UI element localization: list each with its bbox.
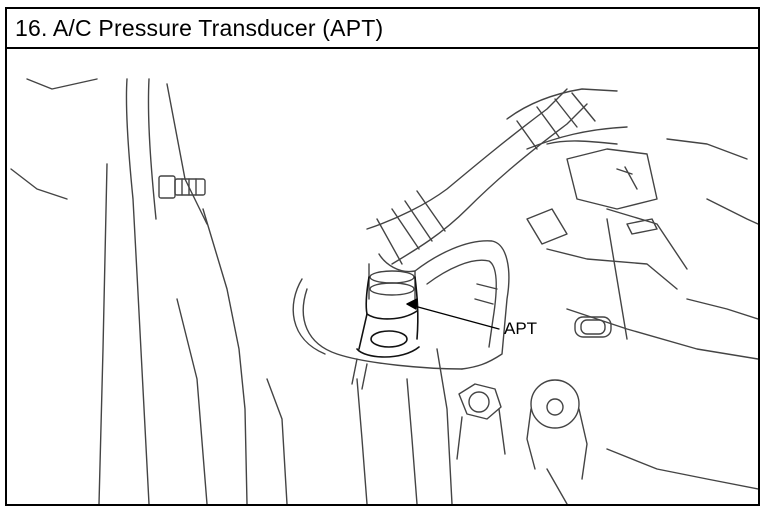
hex-bolt bbox=[456, 383, 506, 460]
callout-arrowhead bbox=[406, 298, 418, 310]
ac-line-coupler bbox=[368, 253, 416, 300]
apt-callout: APT bbox=[406, 298, 537, 338]
left-body-panel bbox=[10, 78, 248, 504]
component-illustration: APT bbox=[7, 49, 758, 504]
pressure-transducer-body bbox=[356, 276, 420, 358]
title-bar: 16. A/C Pressure Transducer (APT) bbox=[7, 9, 758, 49]
apt-callout-label: APT bbox=[504, 319, 537, 338]
engine-block-lower bbox=[266, 348, 758, 504]
diagram-frame: 16. A/C Pressure Transducer (APT) bbox=[5, 7, 760, 506]
right-engine-components bbox=[526, 138, 758, 360]
mount-boss-bolt bbox=[526, 379, 588, 480]
ac-high-pressure-hose bbox=[366, 88, 628, 265]
engine-bay-drawing: APT bbox=[10, 78, 758, 504]
left-panel-bolt bbox=[158, 175, 206, 199]
page-title: 16. A/C Pressure Transducer (APT) bbox=[15, 14, 384, 41]
callout-leader-line bbox=[406, 303, 500, 330]
small-plug-bolt bbox=[574, 316, 612, 338]
ac-low-pressure-line bbox=[414, 240, 510, 370]
lower-sweep-tube bbox=[292, 278, 463, 390]
